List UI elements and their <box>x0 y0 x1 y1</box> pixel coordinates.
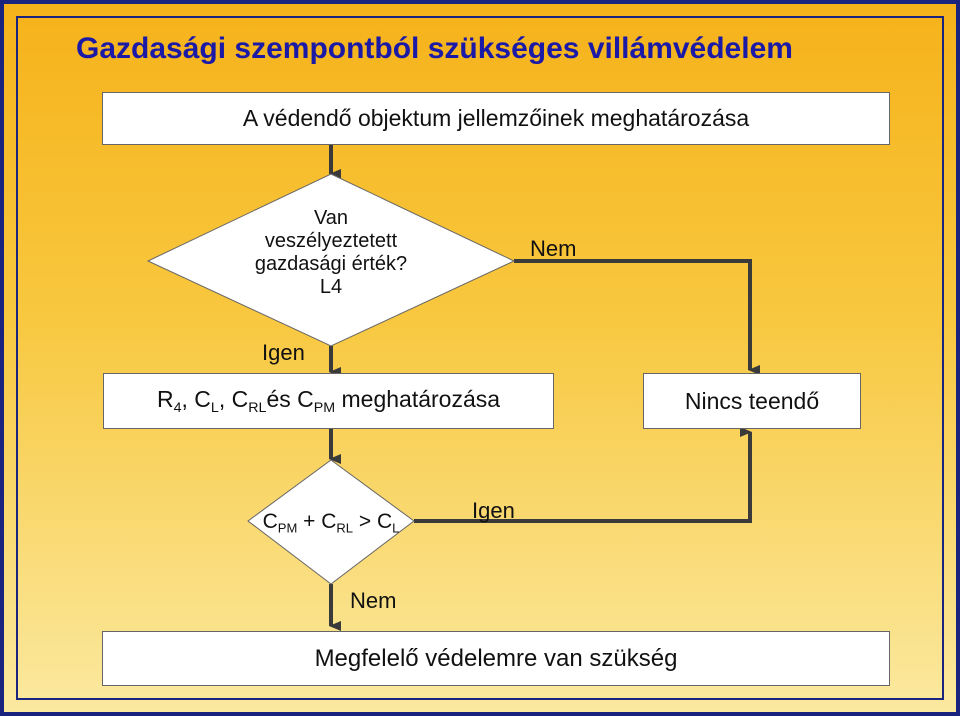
step1-text: A védendő objektum jellemzőinek meghatár… <box>242 105 750 131</box>
page-title: Gazdasági szempontból szükséges villámvé… <box>76 32 793 65</box>
arrow-decision1-no <box>514 259 760 375</box>
step1-box: A védendő objektum jellemzőinek meghatár… <box>102 92 890 145</box>
decision1-yes-label: Igen <box>262 340 305 365</box>
no-action-text: Nincs teendő <box>684 387 820 414</box>
decision1-line2: veszélyeztetett <box>264 230 398 252</box>
decision2-text: CPM + CRL > CL <box>262 510 400 536</box>
decision2-no-label: Nem <box>350 588 397 613</box>
decision1-line3: gazdasági érték? <box>254 253 408 275</box>
step2-box: R4, CL, CRLés CPM meghatározása <box>103 373 554 429</box>
no-action-box: Nincs teendő <box>643 373 861 429</box>
decision2-diamond <box>247 459 415 585</box>
decision1-line1: Van <box>313 207 349 229</box>
decision2-yes-label: Igen <box>472 498 515 523</box>
step2-text: R4, CL, CRLés CPM meghatározása <box>156 386 501 416</box>
final-box: Megfelelő védelemre van szükség <box>102 631 890 686</box>
decision1-text: Van veszélyeztetett gazdasági érték? L4 <box>218 207 444 299</box>
arrow-decision2-yes <box>414 427 752 523</box>
decision1-no-label: Nem <box>530 236 577 261</box>
flowchart-connectors <box>146 144 760 631</box>
final-text: Megfelelő védelemre van szükség <box>314 644 678 672</box>
decision1-diamond <box>146 173 516 347</box>
decision1-line4: L4 <box>319 276 343 298</box>
